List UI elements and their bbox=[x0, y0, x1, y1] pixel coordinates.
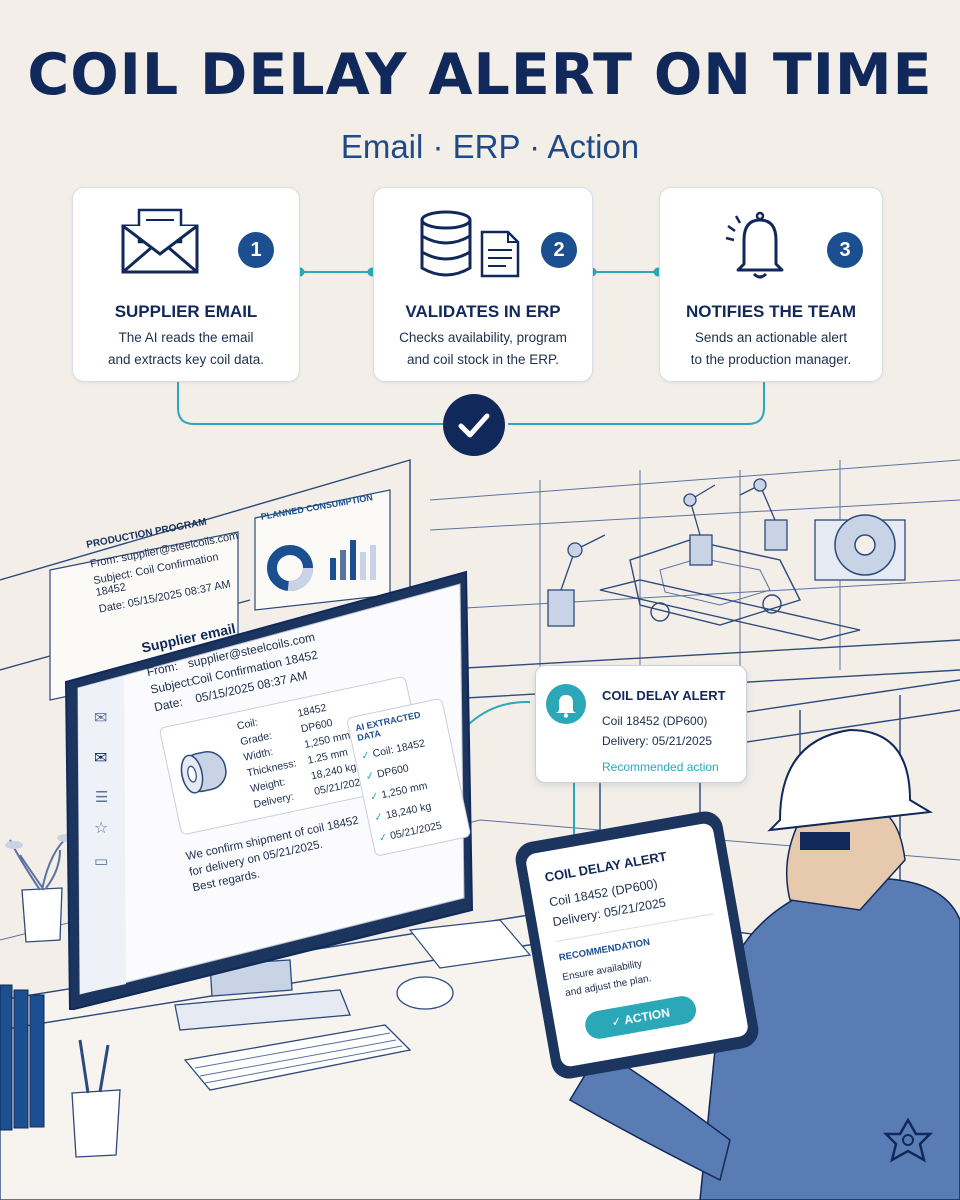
bell-icon bbox=[725, 211, 784, 279]
step-desc-line-2: and extracts key coil data. bbox=[107, 352, 265, 367]
envelope-icon bbox=[121, 208, 199, 274]
step-card-supplier-email: 1 SUPPLIER EMAIL The AI reads the email … bbox=[72, 187, 300, 382]
page-title: COIL DELAY ALERT ON TIME bbox=[27, 42, 933, 108]
alert-line-1: Coil 18452 (DP600) bbox=[602, 714, 708, 728]
steel-coil-illustration bbox=[814, 514, 906, 581]
check-icon: ✓ bbox=[373, 810, 385, 825]
inbox-icon[interactable]: ✉ bbox=[94, 750, 108, 767]
step-title: NOTIFIES THE TEAM bbox=[686, 302, 856, 321]
step-number-2: 2 bbox=[541, 232, 577, 268]
email-view: Supplier email From:supplier@steelcoils.… bbox=[140, 578, 488, 897]
date-label: Date: bbox=[152, 694, 184, 715]
tablet: COIL DELAY ALERT Coil 18452 (DP600) Deli… bbox=[512, 808, 762, 1082]
recommended-action-link[interactable]: Recommended action bbox=[602, 760, 719, 774]
bar-chart-icon bbox=[330, 540, 376, 580]
coil-details-box: Coil:18452 Grade:DP600 Width:1,250 mm Th… bbox=[158, 675, 429, 836]
step-number-1: 1 bbox=[238, 232, 274, 268]
step-desc-line-1: The AI reads the email bbox=[118, 330, 254, 345]
check-icon: ✓ bbox=[364, 769, 376, 784]
check-icon: ✓ bbox=[368, 790, 380, 804]
star-icon[interactable]: ☆ bbox=[94, 820, 109, 837]
from-label: From: bbox=[89, 553, 120, 571]
list-icon[interactable]: ☰ bbox=[95, 789, 109, 806]
desktop-monitor: ✉ ✉ ☰ ☆ ▭ Supplier email From:supplier@s… bbox=[64, 570, 474, 1010]
step-card-notifies-team: 3 NOTIFIES THE TEAM Sends an actionable … bbox=[659, 187, 883, 382]
step-card-validates-erp: 2 VALIDATES IN ERP Checks availability, … bbox=[373, 187, 593, 382]
bell-icon bbox=[546, 684, 586, 724]
page-subtitle: Email · ERP · Action bbox=[340, 128, 640, 165]
step-number-3: 3 bbox=[827, 232, 863, 268]
check-icon: ✓ bbox=[377, 831, 389, 845]
step-desc-line-2: to the production manager. bbox=[690, 352, 852, 367]
check-icon: ✓ bbox=[610, 1013, 623, 1030]
mouse-illustration bbox=[396, 976, 454, 1010]
pen-cup-illustration bbox=[71, 1039, 121, 1158]
check-icon bbox=[443, 394, 505, 456]
hard-hat-illustration bbox=[767, 728, 934, 832]
keyboard-illustration bbox=[183, 1024, 412, 1091]
folder-icon[interactable]: ▭ bbox=[94, 853, 109, 870]
step-desc-line-2: and coil stock in the ERP. bbox=[406, 352, 560, 367]
step-title: VALIDATES IN ERP bbox=[405, 302, 561, 321]
alert-line-2: Delivery: 05/21/2025 bbox=[602, 734, 713, 748]
mail-icon[interactable]: ✉ bbox=[94, 710, 108, 727]
database-document-icon bbox=[420, 210, 520, 278]
brand-logo-icon bbox=[882, 1117, 934, 1163]
check-icon: ✓ bbox=[360, 748, 372, 763]
step-title: SUPPLIER EMAIL bbox=[114, 302, 258, 321]
step-desc-line-1: Sends an actionable alert bbox=[694, 330, 848, 345]
step-desc-line-1: Checks availability, program bbox=[399, 330, 567, 345]
coil-delay-alert-card[interactable]: COIL DELAY ALERT Coil 18452 (DP600) Deli… bbox=[535, 665, 747, 783]
plant-illustration bbox=[5, 834, 75, 943]
coil-icon bbox=[180, 751, 227, 794]
extracted-item: DP600 bbox=[375, 762, 410, 781]
alert-title: COIL DELAY ALERT bbox=[602, 688, 726, 703]
action-button-label: ACTION bbox=[623, 1005, 671, 1028]
